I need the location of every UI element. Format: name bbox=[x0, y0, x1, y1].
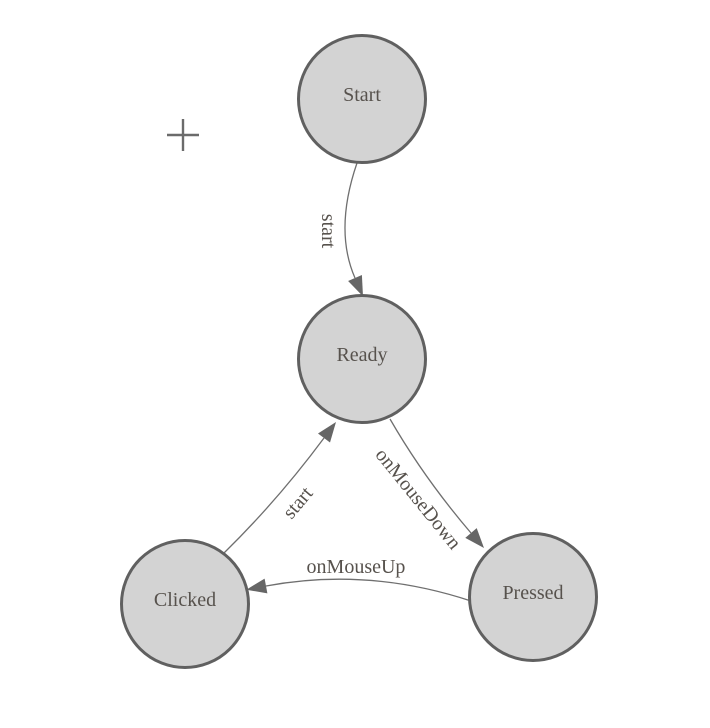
node-start-label: Start bbox=[343, 84, 381, 106]
edge-start-to-ready: start bbox=[317, 162, 363, 297]
node-ready-circle[interactable] bbox=[297, 294, 427, 424]
arrowhead-into-ready-bottomleft bbox=[318, 422, 336, 443]
edge-line-start-ready[interactable] bbox=[344, 162, 358, 279]
edge-line-pressed-clicked[interactable] bbox=[265, 578, 472, 602]
node-pressed[interactable]: Pressed bbox=[468, 532, 598, 662]
edge-ready-to-pressed: onMouseDown bbox=[371, 418, 484, 554]
edge-label-onmousedown: onMouseDown bbox=[371, 444, 466, 554]
node-pressed-label: Pressed bbox=[502, 582, 563, 604]
node-clicked[interactable]: Clicked bbox=[120, 539, 250, 669]
node-ready[interactable]: Ready bbox=[297, 294, 427, 424]
edge-line-ready-pressed[interactable] bbox=[389, 418, 472, 534]
node-ready-label: Ready bbox=[336, 344, 387, 366]
edge-clicked-to-ready: start bbox=[223, 422, 336, 554]
crosshair-icon bbox=[167, 119, 199, 151]
arrowhead-into-clicked bbox=[246, 578, 268, 594]
edge-label-start-vertical: start bbox=[317, 214, 339, 249]
edge-line-clicked-ready[interactable] bbox=[223, 437, 325, 554]
arrowhead-into-ready-top bbox=[348, 275, 363, 297]
edge-label-onmouseup: onMouseUp bbox=[307, 556, 406, 578]
edge-pressed-to-clicked: onMouseUp bbox=[246, 556, 472, 602]
arrowhead-into-pressed bbox=[465, 528, 484, 548]
node-start[interactable]: Start bbox=[297, 34, 427, 164]
node-start-circle[interactable] bbox=[297, 34, 427, 164]
node-clicked-circle[interactable] bbox=[120, 539, 250, 669]
node-clicked-label: Clicked bbox=[154, 589, 216, 611]
node-pressed-circle[interactable] bbox=[468, 532, 598, 662]
